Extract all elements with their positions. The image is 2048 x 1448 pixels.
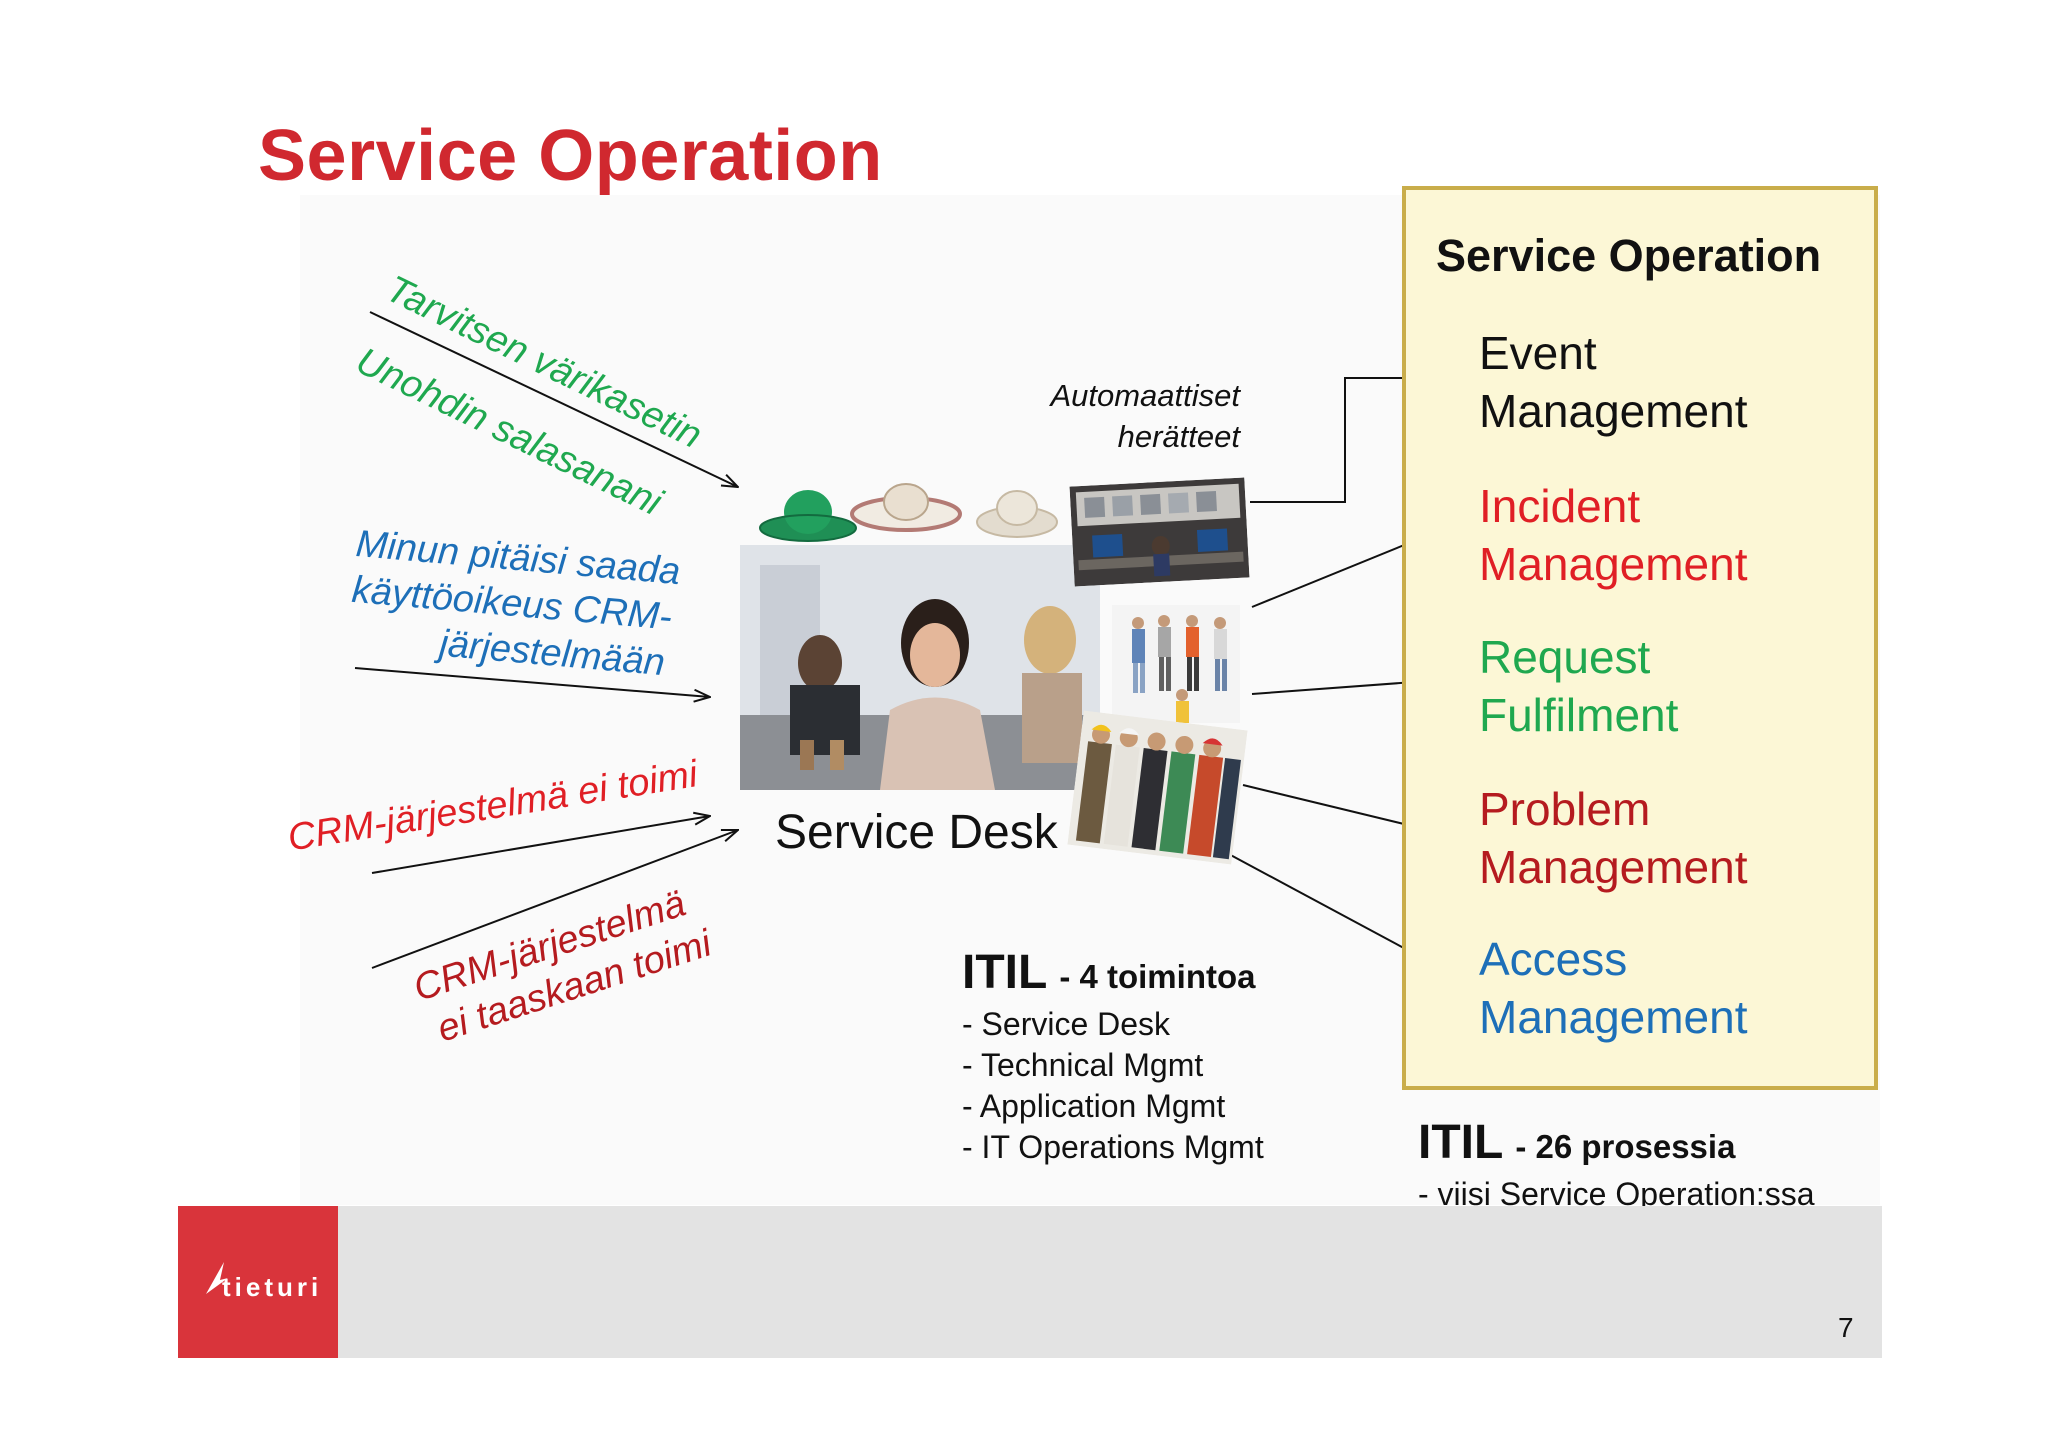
- process-request-fulfilment: Request Fulfilment: [1479, 628, 1678, 744]
- workers-photo: [1067, 710, 1248, 865]
- process-line: Event: [1479, 327, 1597, 379]
- list-item: - Technical Mgmt: [962, 1047, 1204, 1083]
- event-arrow: [1250, 378, 1441, 503]
- itil-functions-list: - Service Desk - Technical Mgmt - Applic…: [962, 1004, 1264, 1168]
- process-line: Management: [1479, 991, 1748, 1043]
- logo-mark-icon: [206, 1262, 228, 1294]
- automatic-alerts-line: herätteet: [1117, 419, 1240, 454]
- list-item: - Service Desk: [962, 1006, 1171, 1042]
- process-line: Management: [1479, 385, 1748, 437]
- itil-functions-subheading: - 4 toimintoa: [1059, 958, 1256, 995]
- process-line: Problem: [1479, 783, 1651, 835]
- itil-functions-heading: ITIL - 4 toimintoa: [962, 945, 1264, 1000]
- process-problem-management: Problem Management: [1479, 780, 1748, 896]
- service-operation-process-box: Service Operation Event Management Incid…: [1402, 186, 1878, 1090]
- process-line: Request: [1479, 631, 1651, 683]
- itil-processes-subheading: - 26 prosessia: [1515, 1128, 1736, 1165]
- process-access-management: Access Management: [1479, 930, 1748, 1046]
- green-hat-icon: [759, 490, 857, 542]
- process-line: Fulfilment: [1479, 689, 1679, 741]
- page-title: Service Operation: [258, 116, 883, 196]
- process-line: Management: [1479, 538, 1748, 590]
- process-incident-management: Incident Management: [1479, 477, 1748, 593]
- itil-label: ITIL: [962, 946, 1048, 999]
- itil-label: ITIL: [1418, 1116, 1504, 1169]
- request-arrow-1: [369, 311, 738, 487]
- request-text-crm-access: Minun pitäisi saada käyttöoikeus CRM- jä…: [346, 521, 682, 687]
- process-box-title: Service Operation: [1436, 230, 1822, 281]
- control-room-photo: [1069, 477, 1250, 587]
- people-photo: [1112, 605, 1240, 723]
- itil-functions-block: ITIL - 4 toimintoa - Service Desk - Techn…: [962, 945, 1264, 1168]
- request-arrow-4: [371, 830, 738, 969]
- itil-processes-block: ITIL- 26 prosessia - viisi Service Opera…: [1418, 1115, 1815, 1215]
- straw-hat-icon: [976, 490, 1058, 538]
- request-arrow-2: [354, 667, 710, 697]
- process-line: Management: [1479, 841, 1748, 893]
- page-number: 7: [1838, 1312, 1854, 1343]
- list-item: - IT Operations Mgmt: [962, 1129, 1264, 1165]
- process-line: Access: [1479, 933, 1628, 985]
- service-desk-label: Service Desk: [775, 806, 1058, 859]
- itil-processes-heading: ITIL - 26 prosessia: [1418, 1115, 1815, 1170]
- process-line: Incident: [1479, 480, 1641, 532]
- tieturi-logo: [178, 1206, 338, 1358]
- automatic-alerts-line: Automaattiset: [1050, 378, 1240, 413]
- list-item: - Application Mgmt: [962, 1088, 1226, 1124]
- request-arrow-3: [371, 816, 710, 874]
- automatic-alerts-label: Automaattiset herätteet: [1010, 375, 1240, 457]
- footer-bar: [178, 1206, 1882, 1358]
- logo-text: tieturi: [222, 1272, 323, 1302]
- service-desk-photo: [740, 545, 1100, 790]
- sombrero-hat-icon: [850, 483, 962, 532]
- process-event-management: Event Management: [1479, 324, 1748, 440]
